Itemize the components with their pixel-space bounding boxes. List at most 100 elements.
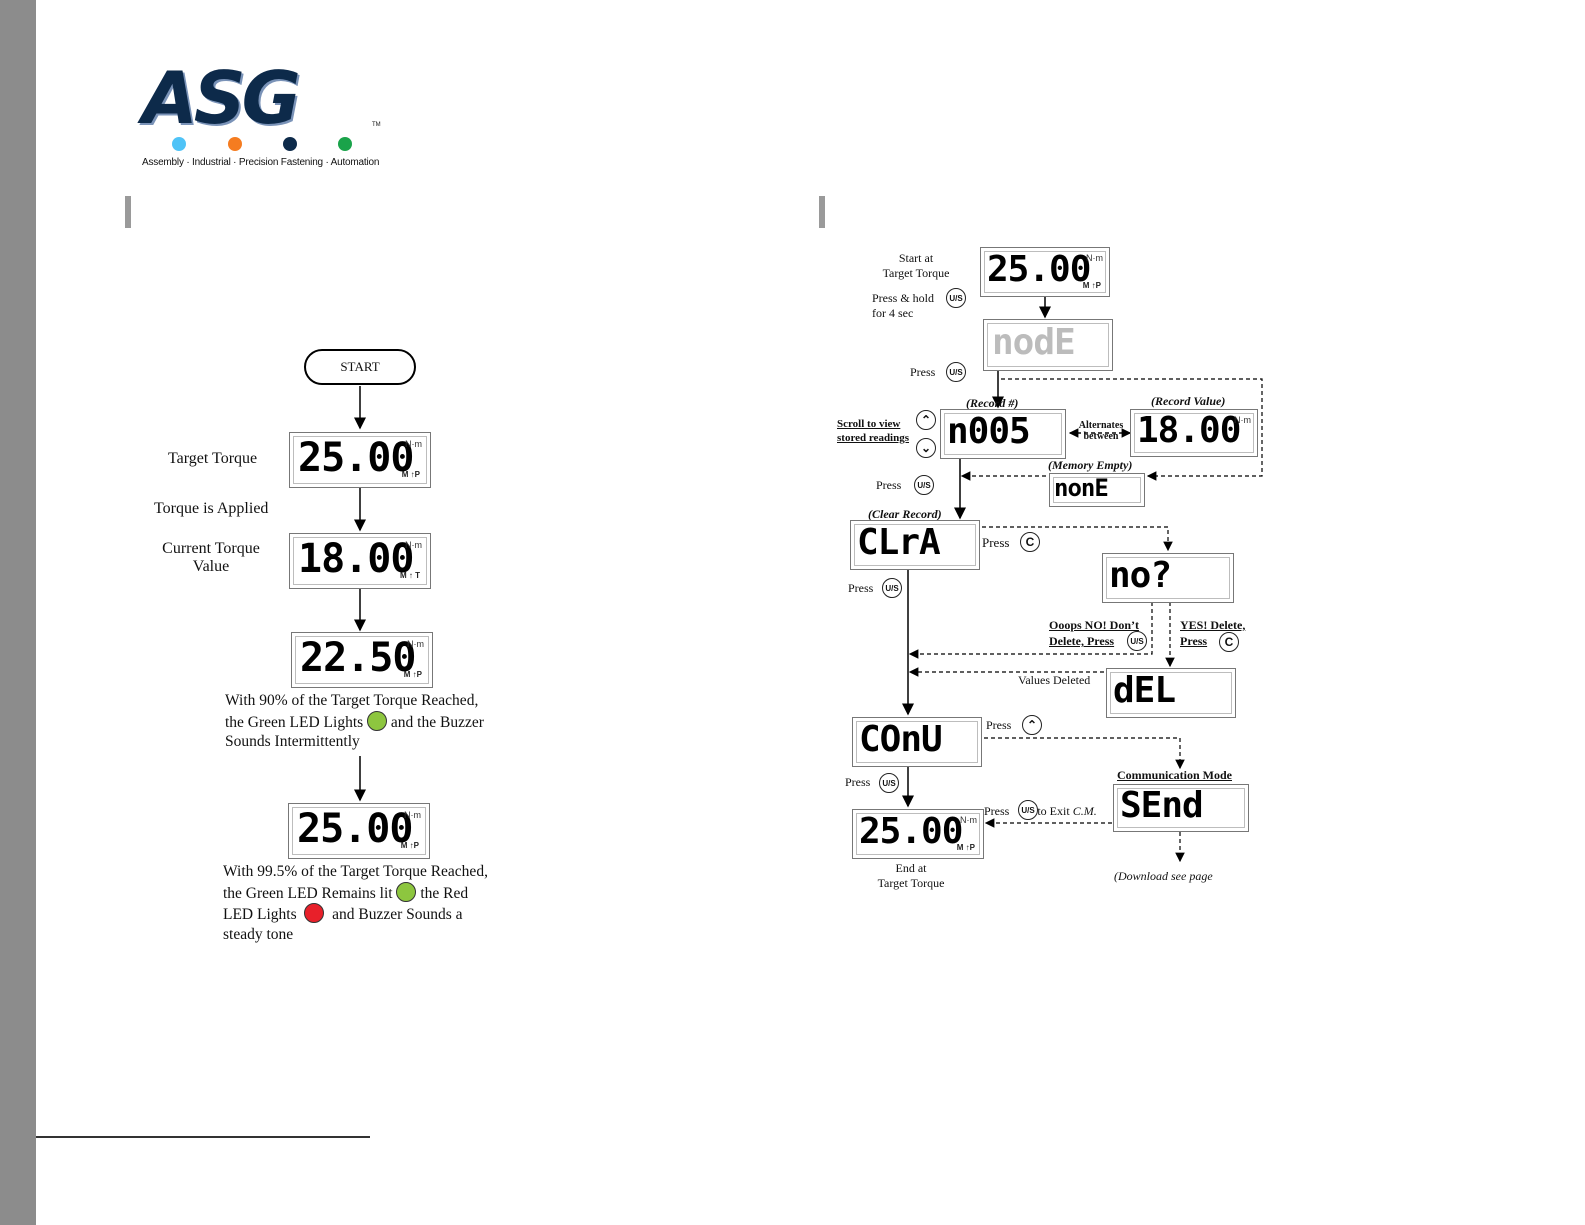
c-button-icon: C	[1219, 632, 1239, 652]
end-at-label: End at Target Torque	[866, 861, 956, 891]
lcd-conu-text: COnU	[859, 719, 943, 760]
end-at-line1: End at	[895, 861, 927, 875]
note-995-line2b: the Red	[420, 884, 469, 902]
scroll-stored-label: Scroll to view stored readings	[837, 417, 909, 445]
memory-empty-label: (Memory Empty)	[1048, 458, 1133, 472]
lcd-value: 18.00	[1137, 410, 1241, 451]
us-button-icon: U/S	[1127, 631, 1147, 651]
left-margin-bar	[0, 0, 36, 1225]
lcd-value: 25.00	[987, 249, 1091, 290]
section-marker-left	[125, 196, 131, 228]
lcd-record-number: n005	[940, 409, 1066, 459]
label-torque-applied: Torque is Applied	[154, 500, 269, 517]
oops-line2: Delete, Press	[1049, 634, 1115, 648]
download-see-page: (Download see page	[1114, 869, 1213, 883]
press-hold-line1: Press & hold	[872, 291, 935, 305]
note-90-line1: With 90% of the Target Torque Reached,	[225, 692, 479, 709]
lcd-start-target: 25.00 N·m M ↑P	[980, 247, 1110, 297]
lcd-no-text: no?	[1109, 555, 1172, 596]
note-90-line2: the Green LED Lights and the Buzzer	[225, 710, 484, 733]
logo-dot-blue	[172, 137, 186, 151]
lcd-unit: N·m	[960, 815, 977, 825]
exit-cm-label: Press to Exit C.M.	[984, 804, 1097, 819]
yes-line1: YES! Delete,	[1180, 618, 1246, 632]
note-90-percent: With 90% of the Target Torque Reached, t…	[225, 691, 484, 752]
lcd-clear-record: CLrA	[850, 520, 980, 570]
note-995-line2: the Green LED Remains lit the Red	[223, 881, 488, 904]
label-target-torque: Target Torque	[168, 450, 258, 467]
lcd-record-value: 18.00 N·m	[1130, 409, 1258, 457]
lcd-unit: N·m	[405, 540, 422, 550]
press-hold-label: Press & hold for 4 sec	[872, 291, 934, 321]
note-995-line3a: LED Lights	[223, 906, 297, 923]
exit-press: Press	[984, 804, 1010, 818]
press-label-4: Press	[848, 581, 874, 595]
us-button-icon: U/S	[879, 773, 899, 793]
green-led-icon	[367, 710, 388, 731]
scroll-line2: stored readings	[837, 432, 910, 444]
logo-dot-orange	[228, 137, 242, 151]
logo-dot-navy	[283, 137, 297, 151]
lcd-value: 25.00	[859, 811, 963, 852]
note-995-line3: LED Lights and Buzzer Sounds a	[223, 903, 488, 925]
press-label-6: Press	[845, 775, 871, 789]
lcd-value: 18.00	[298, 536, 414, 582]
us-button-icon: U/S	[882, 578, 902, 598]
alternates-label: Alternates between	[1075, 420, 1127, 442]
lcd-conu: COnU	[852, 717, 982, 767]
lcd-send-text: SEnd	[1120, 785, 1204, 826]
lcd-indicator: M ↑P	[403, 670, 422, 679]
lcd-send: SEnd	[1113, 784, 1249, 832]
record-number-label: (Record #)	[966, 396, 1019, 410]
lcd-mode: nodE	[983, 319, 1113, 371]
note-99-5-percent: With 99.5% of the Target Torque Reached,…	[223, 862, 488, 944]
lcd-indicator: M ↑P	[956, 843, 975, 852]
label-current-torque: Current Torque Value	[158, 540, 264, 576]
press-label-2: Press	[876, 478, 902, 492]
lcd-mode-text: nodE	[992, 322, 1076, 363]
start-at-label: Start at Target Torque	[872, 251, 960, 281]
lcd-current-torque: 18.00 N·m M ↑ T	[289, 533, 431, 589]
lcd-end-target: 25.00 N·m M ↑P	[852, 809, 984, 859]
lcd-90-percent: 22.50 N·m M ↑P	[291, 632, 433, 688]
lcd-indicator: M ↑ T	[400, 571, 420, 580]
start-terminal: START	[304, 349, 416, 385]
lcd-del-text: dEL	[1113, 670, 1176, 711]
lcd-unit: N·m	[1086, 253, 1103, 263]
us-button-icon: U/S	[1018, 800, 1038, 820]
note-995-line1: With 99.5% of the Target Torque Reached,	[223, 863, 488, 880]
label-current-torque-line1: Current Torque	[162, 540, 260, 557]
label-current-torque-line2: Value	[192, 558, 230, 575]
end-at-line2: Target Torque	[877, 876, 945, 890]
yes-delete: YES! Delete, Press	[1180, 617, 1245, 649]
lcd-unit: N·m	[407, 639, 424, 649]
note-995-line4: steady tone	[223, 925, 294, 943]
clear-record-label: (Clear Record)	[868, 507, 942, 521]
us-button-icon: U/S	[946, 288, 966, 308]
note-90-line2b: and the Buzzer	[390, 713, 484, 731]
exit-cm-a: to Exit	[1037, 804, 1070, 818]
us-button-icon: U/S	[946, 362, 966, 382]
oops-dont-delete: Ooops NO! Don’t Delete, Press	[1049, 617, 1139, 649]
press-label-3: Press	[982, 535, 1010, 550]
note-995-line3b: and Buzzer Sounds a	[332, 906, 463, 923]
lcd-target-torque: 25.00 N·m M ↑P	[289, 432, 431, 488]
logo-tm: TM	[372, 122, 381, 128]
press-label-1: Press	[910, 365, 936, 379]
exit-cm-b: C.M.	[1072, 804, 1097, 818]
logo-wordmark: ASG	[142, 56, 301, 140]
press-label-5: Press	[986, 718, 1012, 732]
green-led-icon	[396, 881, 417, 902]
start-at-line1: Start at	[898, 251, 934, 265]
lcd-unit: N·m	[405, 439, 422, 449]
section-marker-right	[819, 196, 825, 228]
c-button-icon: C	[1020, 532, 1040, 552]
lcd-deleted: dEL	[1106, 668, 1236, 718]
lcd-record-number-text: n005	[947, 411, 1031, 452]
lcd-none-text: nonE	[1054, 474, 1109, 502]
us-button-icon: U/S	[914, 475, 934, 495]
press-hold-line2: for 4 sec	[872, 306, 914, 320]
lcd-clr-text: CLrA	[857, 522, 941, 563]
lcd-unit: N·m	[404, 810, 421, 820]
